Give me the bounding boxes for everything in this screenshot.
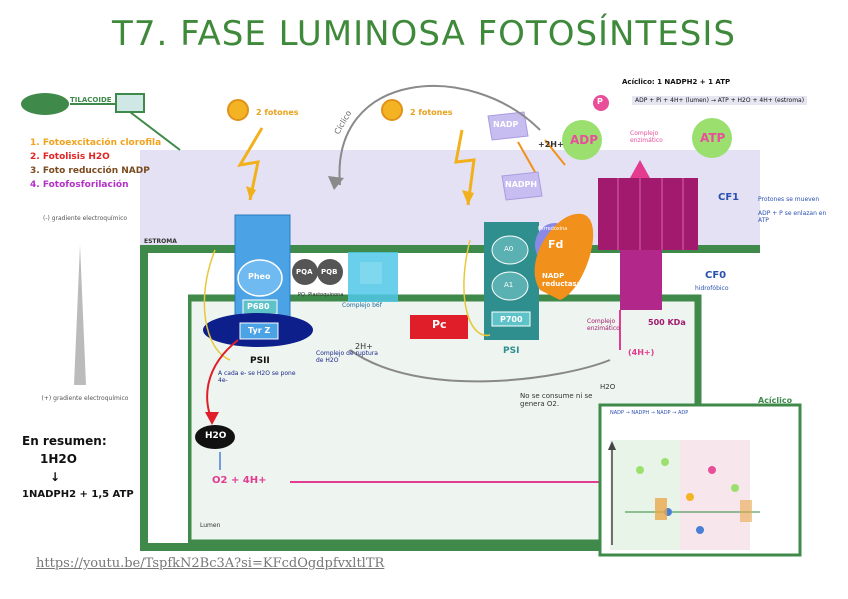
pqa-label: PQA xyxy=(296,268,313,276)
youtube-link[interactable]: https://youtu.be/TspfkN2Bc3A?si=KFcdOgdp… xyxy=(36,556,385,571)
cyclic-arrow xyxy=(338,84,541,186)
step-2: 2. Fotolisis H2O xyxy=(30,152,110,162)
pi-label: P xyxy=(597,97,603,106)
pqa-node xyxy=(292,259,318,285)
adp-label: ADP xyxy=(570,133,599,147)
atp-label: ATP xyxy=(700,131,726,145)
nadp-box xyxy=(487,111,529,141)
adp-circle xyxy=(562,120,602,160)
cf1-label: CF1 xyxy=(718,192,740,203)
psii-complex-note: Complejo de ruptura de H2O xyxy=(316,350,378,364)
membrane-bottom xyxy=(140,543,605,551)
step-3: 3. Foto reducción NADP xyxy=(30,166,150,176)
membrane-left xyxy=(140,245,148,550)
p700-node xyxy=(491,311,531,327)
nadph-box xyxy=(501,171,543,201)
protones-note: Protones se mueven xyxy=(758,196,820,203)
nadp-reductasa xyxy=(534,213,594,300)
gradient-triangle xyxy=(74,245,86,385)
cytb6f-label: Complejo b6f xyxy=(342,302,382,309)
complejo-top-label: Complejo enzimático xyxy=(630,130,663,144)
sun-icon-right xyxy=(381,99,403,121)
pc-label: Pc xyxy=(432,318,447,331)
ferredoxina-label: Ferredoxina xyxy=(538,226,568,232)
thylakoid-icon xyxy=(115,93,145,113)
a1-label: A1 xyxy=(504,281,514,289)
two-h-plus-label: +2H+ xyxy=(538,140,564,149)
step-1: 1. Fotoexcitación clorofila xyxy=(30,138,162,148)
pqb-node xyxy=(317,259,343,285)
stroma-label: ESTROMA xyxy=(144,238,177,245)
chloroplast-icon xyxy=(21,93,69,115)
summary-line2: 1NADPH2 + 1,5 ATP xyxy=(22,489,134,500)
rotor-tip xyxy=(630,160,650,178)
no-consume-note: No se consume ni se genera O2. xyxy=(520,392,593,408)
h2o-node xyxy=(195,425,235,449)
cf0-complex xyxy=(620,250,662,310)
complejo-bottom-label: Complejo enzimático xyxy=(587,318,620,332)
nadp-reductasa-label: NADP reductasa xyxy=(542,272,582,288)
cf1-complex xyxy=(598,178,698,250)
pqb-label: PQB xyxy=(321,268,338,276)
h2o-mid-label: H2O xyxy=(600,383,616,391)
p700-label: P700 xyxy=(500,315,523,324)
fd-label: Fd xyxy=(548,238,564,251)
equation-box: ADP + Pi + 4H+ (lumen) → ATP + H2O + 4H+… xyxy=(632,96,808,105)
thylakoid-tag: TILACOIDE xyxy=(70,96,112,104)
gradient-bottom-label: (+) gradiente electroquímico xyxy=(41,395,129,402)
summary-heading: En resumen: xyxy=(22,434,107,448)
pq-note: PQ. Plastoquinona xyxy=(298,292,344,298)
inset-stroma xyxy=(610,440,680,550)
inset-caption: NADP → NADPH → NADP → ADP xyxy=(610,410,689,416)
summary-block: En resumen: 1H2O ↓ 1NADPH2 + 1,5 ATP xyxy=(22,432,134,504)
psii-label: PSII xyxy=(250,356,270,366)
tyr-label: Tyr Z xyxy=(248,326,271,335)
pc-node xyxy=(410,315,468,339)
cf0-label: CF0 xyxy=(705,270,727,281)
o2-label: O2 + 4H+ xyxy=(212,475,267,486)
step-4: 4. Fotofosforilación xyxy=(30,180,129,190)
lumen-label: Lumen xyxy=(200,522,221,529)
aciclico-header: Acíclico: 1 NADPH2 + 1 ATP xyxy=(622,78,731,86)
lightning-right-icon xyxy=(454,129,476,206)
kda-label: 500 KDa xyxy=(648,318,686,327)
psi-label: PSI xyxy=(503,346,520,356)
aciclico-inset-label: Acíclico xyxy=(758,396,793,405)
adp-note: ADP + P se enlazan en ATP xyxy=(758,210,827,224)
steps-list: 1. Fotoexcitación clorofila 2. Fotolisis… xyxy=(30,136,161,192)
nadp-label: NADP xyxy=(493,120,519,129)
a0-label: A0 xyxy=(504,245,514,253)
hidrofobico-label: hidrofóbico xyxy=(695,285,729,292)
four-h-label: (4H+) xyxy=(628,348,655,357)
page-title: T7. FASE LUMINOSA FOTOSÍNTESIS xyxy=(112,14,736,54)
nadph-label: NADPH xyxy=(505,180,538,189)
sun-icon-left xyxy=(227,99,249,121)
gradient-top-label: (-) gradiente electroquímico xyxy=(42,215,128,222)
membrane-top xyxy=(140,245,760,253)
pheo-node xyxy=(237,259,283,297)
p680-label: P680 xyxy=(247,302,270,311)
photons-left-label: 2 fotones xyxy=(256,108,299,117)
atp-circle xyxy=(692,118,732,158)
summary-line1: 1H2O xyxy=(40,452,77,466)
lightning-left-icon xyxy=(237,127,264,201)
two-h-label: 2H+ xyxy=(355,342,373,351)
h2o-label: H2O xyxy=(205,431,227,441)
pheo-label: Pheo xyxy=(248,272,271,281)
photons-right-label: 2 fotones xyxy=(410,108,453,117)
psii-quote-note: A cada e- se H2O se pone 4e- xyxy=(218,370,296,384)
inner-white xyxy=(148,253,188,543)
pi-circle xyxy=(593,95,609,111)
